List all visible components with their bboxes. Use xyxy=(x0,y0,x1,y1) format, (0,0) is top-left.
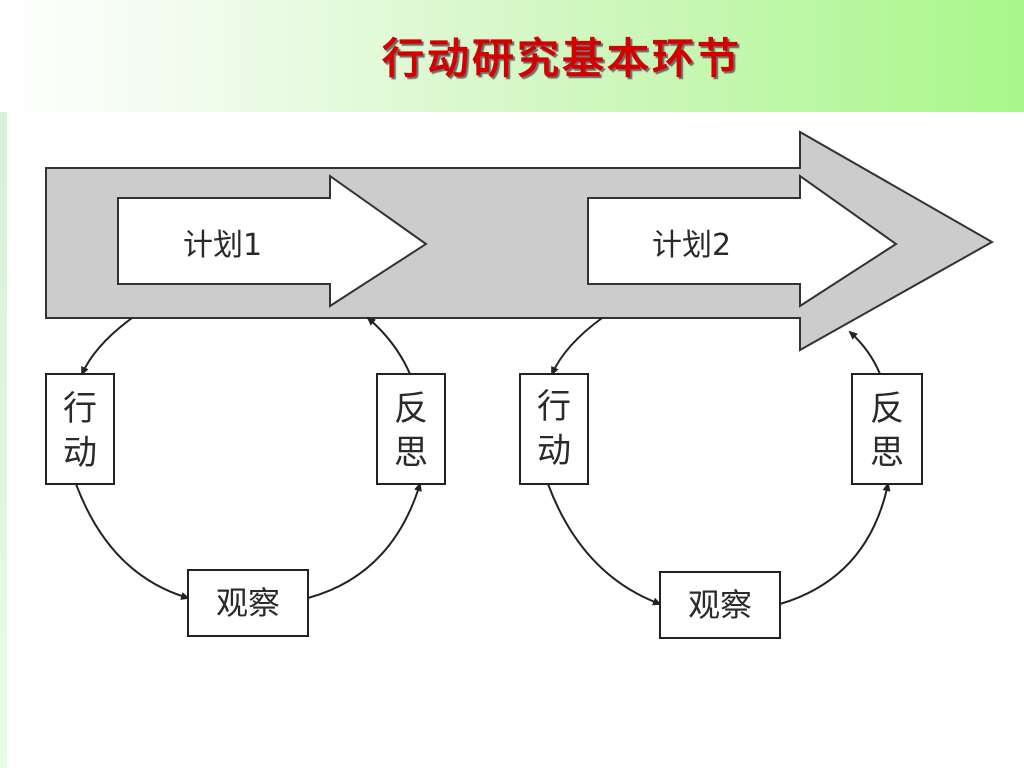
cycle-2-action-box: 行 动 xyxy=(519,373,589,485)
cycle-2-arc-reflect-to-plan xyxy=(848,330,881,375)
cycle-2-reflect-char-1: 反 xyxy=(870,389,904,429)
big-timeline-arrow xyxy=(45,130,995,352)
cycle-1-reflect-char-2: 思 xyxy=(394,433,428,473)
left-edge-decoration xyxy=(0,112,7,768)
cycle-2-arc-action-to-observe xyxy=(547,483,662,606)
cycle-1-observe-box: 观察 xyxy=(187,569,309,637)
plan-1-label: 计划1 xyxy=(183,228,262,263)
cycle-2-arc-observe-to-reflect xyxy=(779,482,891,605)
cycle-2-action-char-1: 行 xyxy=(537,387,571,427)
cycle-2-arc-plan-to-action xyxy=(551,317,603,376)
cycle-2-observe-label: 观察 xyxy=(688,586,752,624)
plan-2-label: 计划2 xyxy=(652,228,731,263)
title-band xyxy=(0,0,1024,112)
cycle-2-observe-box: 观察 xyxy=(659,571,781,639)
plan-1-arrow xyxy=(117,174,428,308)
cycle-2-reflect-char-2: 思 xyxy=(870,433,904,473)
cycle-1-arc-action-to-observe xyxy=(75,483,190,600)
cycle-1-observe-label: 观察 xyxy=(216,584,280,622)
cycle-2-action-char-2: 动 xyxy=(537,431,571,471)
cycle-1-reflect-box: 反 思 xyxy=(376,373,446,485)
cycle-1-arc-reflect-to-plan xyxy=(366,316,411,375)
cycle-1-arc-plan-to-action xyxy=(81,317,133,376)
cycle-1-action-char-2: 动 xyxy=(63,433,97,473)
cycle-1-arc-observe-to-reflect xyxy=(307,482,422,599)
cycle-2-reflect-box: 反 思 xyxy=(851,373,923,485)
cycle-1-action-box: 行 动 xyxy=(45,373,115,485)
cycle-1-action-char-1: 行 xyxy=(63,389,97,429)
slide-title: 行动研究基本环节 xyxy=(381,34,742,83)
cycle-1-reflect-char-1: 反 xyxy=(394,389,428,429)
plan-2-arrow xyxy=(587,174,898,308)
